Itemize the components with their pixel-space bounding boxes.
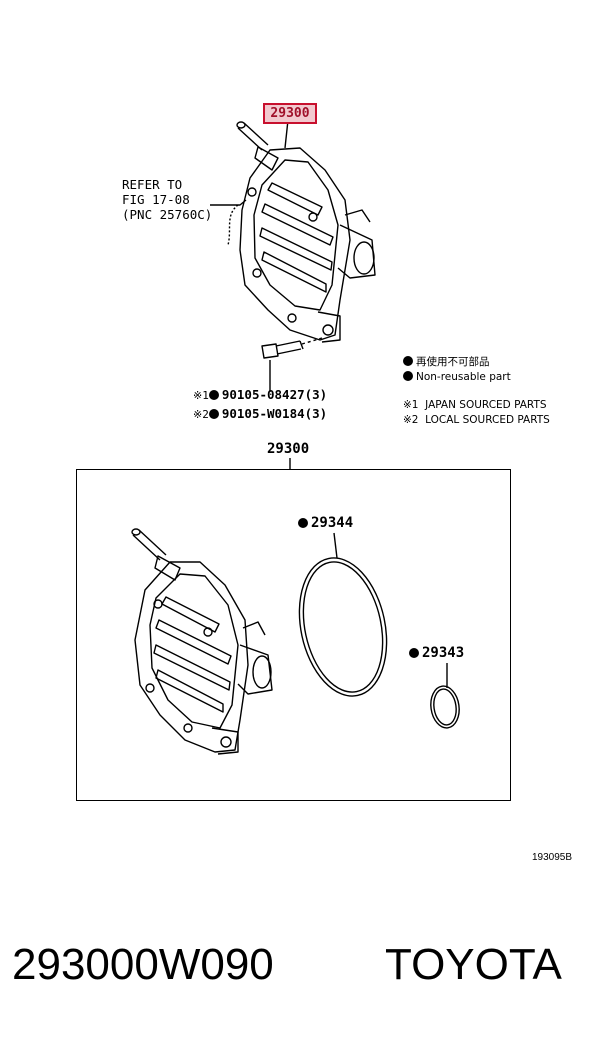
legend-item-japan-sourced: ※1 JAPAN SOURCED PARTS xyxy=(403,398,550,413)
kit-frame xyxy=(76,469,511,801)
refer-leader xyxy=(210,199,247,206)
legend-item-en: Non-reusable part xyxy=(403,370,550,385)
vacuum-pump-body-top xyxy=(239,147,376,343)
bolt-illustration xyxy=(261,337,323,359)
non-reusable-icon xyxy=(403,356,413,366)
part-number-29343: 29343 xyxy=(422,645,465,661)
bolt-part-2-number: 90105-W0184(3) xyxy=(221,406,328,421)
legend-text-en: Non-reusable part xyxy=(416,371,511,383)
document-number: 193095B xyxy=(532,852,573,863)
part-label-29344[interactable]: 29344 xyxy=(298,515,353,531)
footer-part-number: 293000W090 xyxy=(12,940,274,989)
oring-small xyxy=(430,685,460,729)
non-reusable-icon xyxy=(409,648,419,658)
vacuum-pump-body-kit xyxy=(131,528,273,755)
non-reusable-icon xyxy=(298,518,308,528)
oring-large xyxy=(298,557,388,697)
oring-large-leader xyxy=(333,532,338,559)
non-reusable-icon xyxy=(208,409,219,419)
non-reusable-icon xyxy=(208,390,219,400)
pump-nozzle-top xyxy=(236,121,279,171)
footer-brand: TOYOTA xyxy=(385,940,562,989)
part-label-29343[interactable]: 29343 xyxy=(409,645,464,661)
callout-leader xyxy=(284,119,289,149)
part-number-29344: 29344 xyxy=(311,515,354,531)
legend-item-local-sourced: ※2 LOCAL SOURCED PARTS xyxy=(403,413,550,428)
legend-text-jp: 再使用不可部品 xyxy=(416,356,490,368)
non-reusable-icon xyxy=(403,371,413,381)
refer-note-line-2: FIG 17-08 xyxy=(122,192,190,207)
part-callout-29300[interactable]: 29300 xyxy=(263,103,317,124)
bolt-part-2-mark: ※2 xyxy=(193,408,209,421)
bolt-part-1[interactable]: ※1 90105-08427(3) xyxy=(193,386,327,404)
legend-text-japan-sourced: JAPAN SOURCED PARTS xyxy=(425,399,547,411)
legend-item-jp: 再使用不可部品 xyxy=(403,355,550,370)
bolt-part-1-mark: ※1 xyxy=(193,389,209,402)
legend-text-local-sourced: LOCAL SOURCED PARTS xyxy=(425,414,550,426)
refer-note-line-1: REFER TO xyxy=(122,177,183,192)
legend: 再使用不可部品 Non-reusable part ※1 JAPAN SOURC… xyxy=(403,355,550,428)
legend-mark-2: ※2 xyxy=(403,414,419,426)
bolt-part-2[interactable]: ※2 90105-W0184(3) xyxy=(193,405,327,423)
refer-note-line-3: (PNC 25760C) xyxy=(122,207,213,222)
kit-label[interactable]: 29300 xyxy=(267,441,310,457)
bolt-part-1-number: 90105-08427(3) xyxy=(221,387,328,402)
refer-note: REFER TO FIG 17-08 (PNC 25760C) xyxy=(122,177,212,222)
legend-mark-1: ※1 xyxy=(403,399,419,411)
